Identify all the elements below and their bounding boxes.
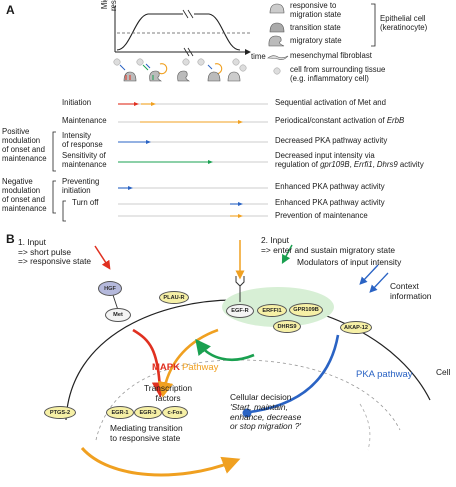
desc-prevention: Prevention of maintenance: [275, 211, 368, 220]
row-sensitivity: Sensitivity of maintenance: [62, 151, 107, 169]
inflammatory-cell-icon: [182, 58, 190, 66]
row-maintenance: Maintenance: [62, 116, 107, 125]
node-cfos: c-Fos: [162, 406, 188, 419]
migratory-cell-icon: [177, 70, 191, 82]
responsive-cell-icon: [269, 3, 285, 14]
decision-title: Cellular decision: [230, 392, 292, 402]
epithelial-label: Epithelial cell (keratinocyte): [380, 14, 428, 32]
node-errfi1: ERFFI1: [257, 304, 287, 317]
inflammatory-cell-icon: [113, 58, 121, 66]
responsive-cell-icon: [227, 71, 241, 82]
inflammatory-cell-icon: [273, 67, 281, 75]
pathway-label: Pathway: [182, 362, 219, 373]
signaling-diagram: [65, 240, 431, 477]
y-axis-label: Migratory response: [92, 0, 119, 20]
inflammatory-cell-icon: [239, 64, 247, 72]
mediating-text: Mediating transition to responsive state: [110, 423, 183, 443]
panel-b-label: B: [6, 232, 15, 246]
node-egr1: EGR-1: [106, 406, 134, 419]
legend-icons: [267, 3, 289, 75]
inflammatory-cell-icon: [136, 58, 144, 66]
desc-initiation: Sequential activation of Met and: [275, 98, 386, 107]
migratory-cell-icon: [268, 35, 285, 47]
legend-fibroblast: mesenchymal fibroblast: [290, 51, 372, 60]
legend-responsive: responsive to migration state: [290, 1, 342, 19]
panel-a-label: A: [6, 3, 15, 17]
migratory-response-curve: [114, 3, 376, 57]
node-hgf: HGF: [98, 281, 122, 296]
cell-label: Cell: [436, 367, 451, 377]
node-egr3: EGR-3: [134, 406, 162, 419]
row-initiation: Initiation: [62, 98, 92, 107]
node-akap12: AKAP-12: [340, 321, 372, 334]
row-preventing: Preventing initiation: [62, 177, 100, 195]
legend-migratory: migratory state: [290, 36, 342, 45]
node-gpr109b: GPR109B: [289, 303, 323, 317]
node-met: Met: [105, 308, 131, 322]
row-turnoff: Turn off: [72, 198, 99, 207]
transition-cell-icon: [207, 71, 221, 82]
y-axis-text: Migratory response: [100, 0, 118, 11]
node-plaur: PLAU-R: [159, 291, 189, 304]
x-axis-label: time: [251, 52, 266, 61]
node-egfr: EGF-R: [226, 304, 254, 318]
pka-label: PKA pathway: [356, 369, 413, 380]
legend-transition: transition state: [290, 23, 341, 32]
cell-timeline-icons: [113, 58, 247, 82]
group-positive: Positive modulation of onset and mainten…: [2, 127, 47, 163]
desc-intensity: Decreased PKA pathway activity: [275, 136, 388, 145]
context-text: Context information: [390, 281, 432, 301]
desc-maintenance: Periodical/constant activation of ErbB: [275, 116, 405, 125]
input1-text: 1. Input => short pulse => responsive st…: [18, 237, 92, 267]
modulators-text: Modulators of input intensity: [297, 257, 402, 267]
desc-turnoff: Enhanced PKA pathway activity: [275, 198, 385, 207]
input2-text: 2. Input => enter and sustain migratory …: [261, 235, 396, 255]
inflammatory-cell-icon: [232, 58, 240, 66]
legend-inflammatory: cell from surrounding tissue (e.g. infla…: [290, 65, 386, 83]
desc-preventing: Enhanced PKA pathway activity: [275, 182, 385, 191]
node-ptgs2: PTGS-2: [44, 406, 76, 419]
inflammatory-cell-icon: [197, 58, 205, 66]
node-dhrs9: DHRS9: [273, 320, 301, 333]
fibroblast-icon: [267, 55, 289, 60]
migratory-cell-icon: [149, 70, 163, 82]
decision-quote: 'Start, maintain, enhance, decrease or s…: [230, 402, 302, 432]
row-intensity: Intensity of response: [62, 131, 103, 149]
mapk-label: MAPK: [152, 362, 180, 373]
modulation-timelines: [52, 102, 268, 222]
group-negative: Negative modulation of onset and mainten…: [2, 177, 47, 213]
tf-label: Transcription factors: [144, 383, 193, 403]
transition-cell-icon: [269, 22, 285, 33]
